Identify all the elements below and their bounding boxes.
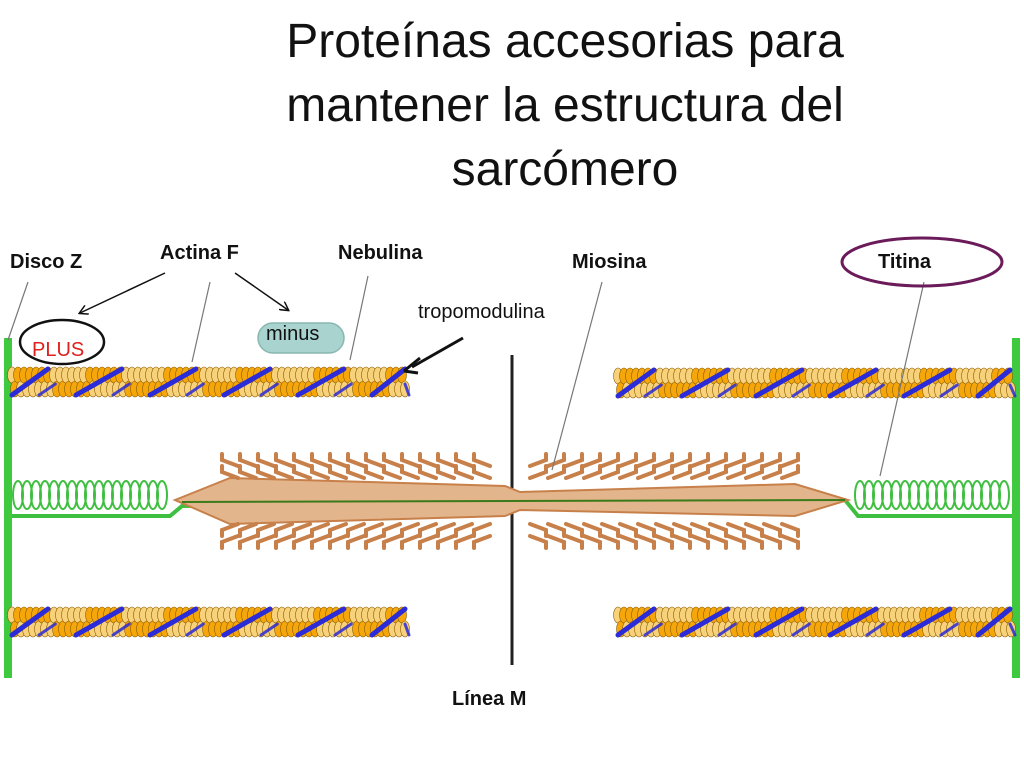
pointer-titina xyxy=(879,281,925,477)
minus-pill xyxy=(257,322,345,354)
arrow-to-plus xyxy=(80,272,166,313)
title-line-1: Proteínas accesorias para xyxy=(286,15,844,68)
title-line-2: mantener la estructura del xyxy=(286,79,844,132)
slide-title: Proteínas accesorias para mantener la es… xyxy=(130,10,1000,202)
label-miosina: Miosina xyxy=(572,251,647,273)
title-line-3: sarcómero xyxy=(451,143,679,196)
label-tropomodulina: tropomodulina xyxy=(418,301,546,323)
pointer-disco-z xyxy=(7,281,29,341)
actin-filament-top-left xyxy=(7,366,411,398)
pointer-miosina xyxy=(551,281,603,471)
label-linea-m: Línea M xyxy=(452,688,526,710)
z-disc-left xyxy=(4,338,12,678)
actin-filament-top-right xyxy=(613,367,1017,399)
z-disc-right xyxy=(1012,338,1020,678)
actin-filament-bottom-right xyxy=(613,606,1017,638)
label-nebulina: Nebulina xyxy=(338,242,423,264)
actina-arrows xyxy=(80,272,288,313)
plus-ellipse xyxy=(18,318,106,366)
label-actina-f: Actina F xyxy=(160,242,239,264)
actin-filaments xyxy=(7,366,1017,638)
label-titina: Titina xyxy=(878,251,932,273)
actin-filament-bottom-left xyxy=(7,606,411,638)
titin-spring-right xyxy=(854,480,1010,510)
pointer-actina xyxy=(191,281,211,363)
pointer-lines xyxy=(7,275,925,477)
label-disco-z: Disco Z xyxy=(10,251,82,273)
titin-spring-left xyxy=(12,480,168,510)
arrow-to-minus xyxy=(234,272,288,310)
plus-label: PLUS xyxy=(32,339,84,361)
myosin-filament xyxy=(172,452,852,550)
titina-ring xyxy=(840,236,1004,288)
myosin-center-line xyxy=(181,499,846,503)
minus-label: minus xyxy=(266,323,319,345)
tropomodulina-arrow xyxy=(403,336,464,375)
pointer-nebulina xyxy=(349,275,369,361)
